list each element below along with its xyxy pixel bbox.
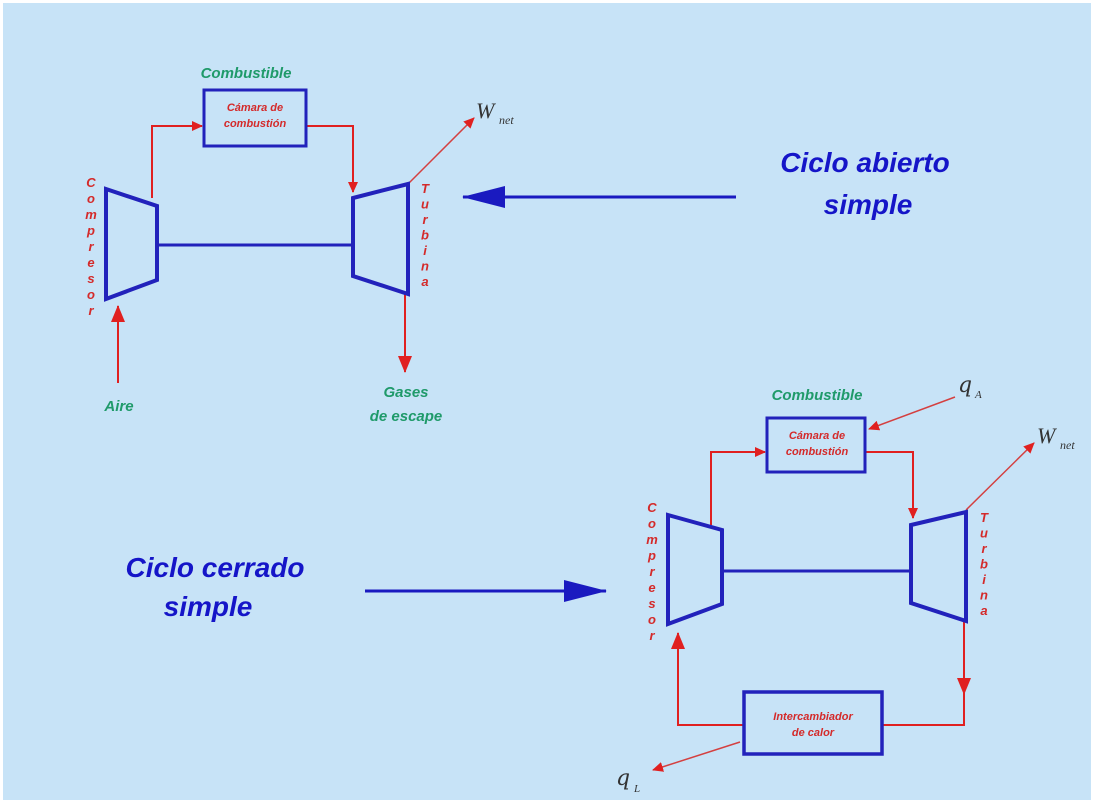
closed-work-output-arrow (965, 442, 1035, 511)
open-work-symbol: W (476, 98, 496, 123)
closed-exchanger-label-line1: Intercambiador (773, 711, 853, 723)
closed-exchanger-label-line2: de calor (792, 727, 835, 739)
closed-heat-exchanger (742, 690, 884, 756)
closed-combustor-label-line2: combustión (786, 446, 849, 458)
closed-heat-out-symbol: q (616, 766, 630, 791)
open-fuel-label: Combustible (201, 65, 292, 82)
closed-compressor-to-combustor-flow (710, 447, 766, 525)
closed-heat-in-arrow (868, 396, 956, 431)
closed-work-symbol: W (1037, 423, 1057, 448)
closed-exchanger-inlet-flow (883, 694, 965, 726)
open-combustor-to-turbine-flow (306, 125, 358, 193)
closed-heat-in-subscript: A (974, 389, 982, 401)
closed-turbine (909, 509, 968, 624)
open-cycle-title-line1: Ciclo abierto (780, 147, 950, 178)
closed-cycle-title-line1: Ciclo cerrado (126, 552, 305, 583)
open-work-output-arrow (407, 117, 475, 185)
open-cycle-title-line2: simple (824, 189, 913, 220)
open-exhaust-label-line1: Gases (383, 384, 428, 401)
open-compressor (104, 186, 159, 302)
open-exhaust-label-line2: de escape (370, 408, 443, 425)
closed-heat-in-symbol: q (958, 373, 972, 398)
open-combustion-chamber (202, 88, 308, 148)
open-work-subscript: net (499, 113, 514, 127)
closed-combustor-to-turbine-flow (865, 451, 918, 519)
open-turbine (351, 181, 410, 297)
closed-fuel-label: Combustible (772, 387, 863, 404)
open-compressor-to-combustor-flow (151, 121, 203, 198)
open-air-label: Aire (103, 398, 133, 415)
diagram-background (3, 3, 1091, 800)
closed-combustor-label-line1: Cámara de (789, 430, 845, 442)
closed-compressor (666, 512, 724, 627)
open-combustor-label-line1: Cámara de (227, 102, 283, 114)
open-combustor-label-line2: combustión (224, 118, 287, 130)
closed-heat-out-subscript: L (633, 783, 640, 795)
closed-cycle-title-line2: simple (164, 591, 253, 622)
closed-exchanger-to-compressor-flow (671, 632, 744, 726)
closed-work-subscript: net (1060, 438, 1075, 452)
closed-combustion-chamber (765, 416, 867, 474)
closed-heat-out-arrow (652, 741, 741, 772)
